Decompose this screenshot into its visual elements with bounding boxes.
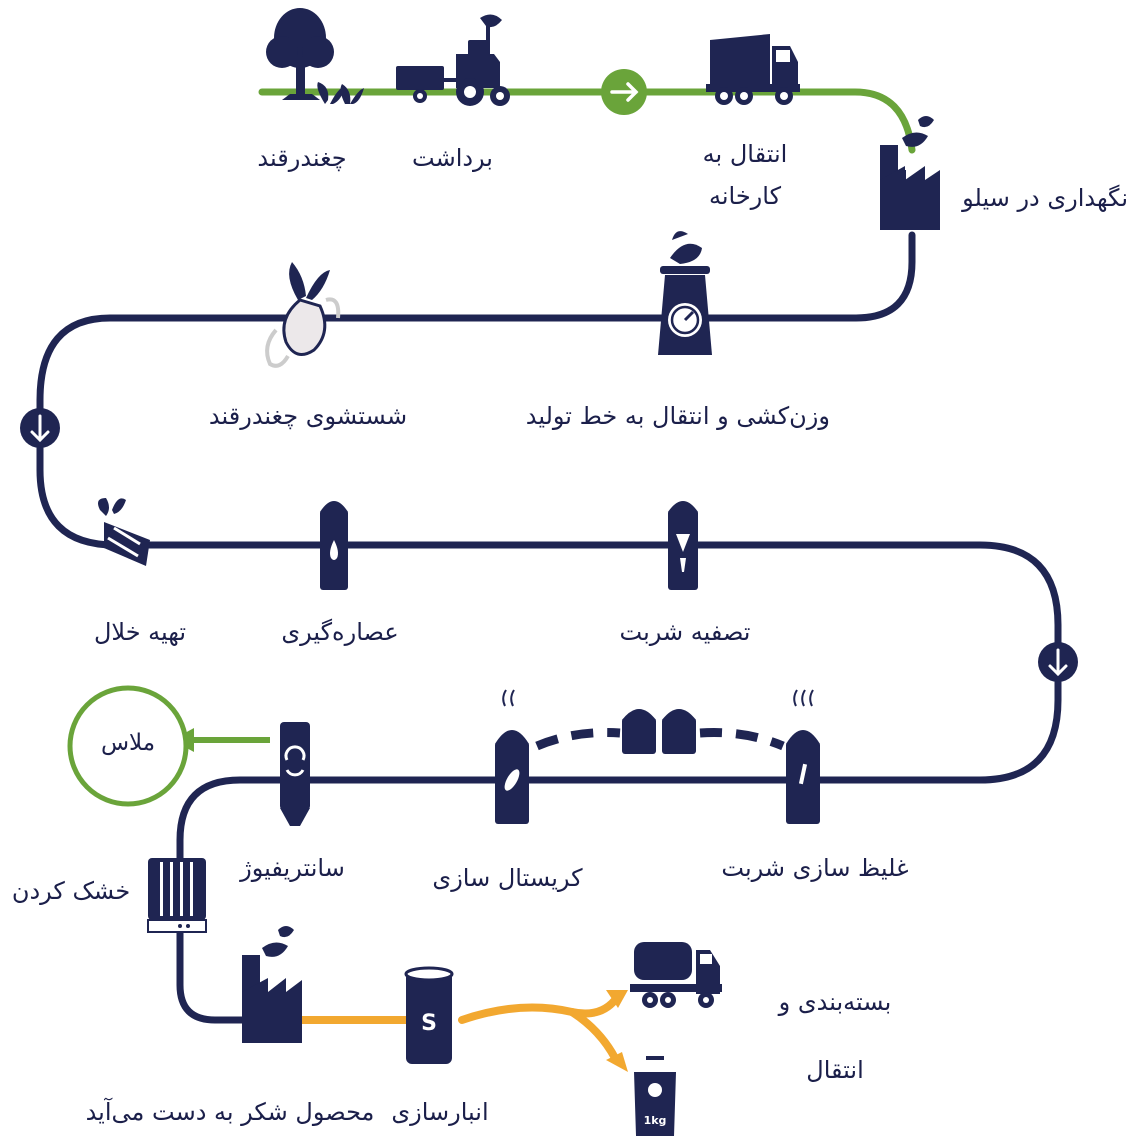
tower-drop-icon [320,501,348,590]
label-extraction: عصاره‌گیری [281,618,399,646]
label-harvest: برداشت [412,144,493,172]
bag-weight-label: 1kg [644,1114,667,1127]
down-arrow-icon [1038,642,1078,682]
sugar-silo-icon: S [404,966,454,1064]
label-slicing: تهیه خلال [93,618,187,646]
label-molasses: ملاس [100,730,156,756]
evaporator-dashed-link [535,728,785,751]
down-arrow-icon [20,408,60,448]
label-washing: شستشوی چغندرقند [208,402,408,430]
factory-icon [242,926,302,1043]
crystallizer-icon [495,689,529,824]
label-crystallization: کریستال سازی [432,864,583,892]
tanker-truck-icon [630,942,722,1008]
label-sugar-product: محصول شکر به دست می‌آید [85,1098,375,1126]
label-syrup-concentration: غلیظ سازی شربت [721,854,909,882]
tower-filter-icon [668,501,698,590]
label-weighing: وزن‌کشی و انتقال به خط تولید [525,402,830,430]
centrifuge-icon [280,722,310,826]
process-flow-line [36,231,1062,1024]
silo-letter: S [421,1011,437,1036]
tractor-icon [396,14,510,106]
label-syrup-purification: تصفیه شربت [619,618,751,646]
washing-beet-icon [265,262,341,368]
label-storage: انبارسازی [391,1098,489,1126]
arrow-circle-icon [601,69,647,115]
evaporator-pair-icon [622,709,696,754]
harvest-flow-line [258,88,916,154]
label-transfer-line1: انتقال به [702,140,788,168]
beet-slice-icon [98,498,150,566]
sprout-icon [317,82,364,104]
tree-icon [266,8,334,100]
dryer-icon [147,858,207,933]
label-packaging-line1: بسته‌بندی و [778,988,892,1016]
label-centrifuge: سانتریفیوژ [240,854,345,882]
factory-icon [880,116,940,230]
scale-icon [658,231,712,355]
evaporator-icon [786,689,820,824]
molasses-circle [67,685,189,807]
label-drying: خشک کردن [11,877,131,905]
label-packaging-line2: انتقال [806,1056,864,1084]
sugar-bag-icon: 1kg [634,1056,676,1136]
product-flow-line [296,996,619,1062]
dump-truck-icon [706,34,800,105]
label-sugar-beet: چغندرقند [257,144,347,172]
label-transfer-line2: کارخانه [708,182,782,210]
product-arrowheads [606,990,628,1072]
label-silo-storage: نگهداری در سیلو [962,184,1128,212]
